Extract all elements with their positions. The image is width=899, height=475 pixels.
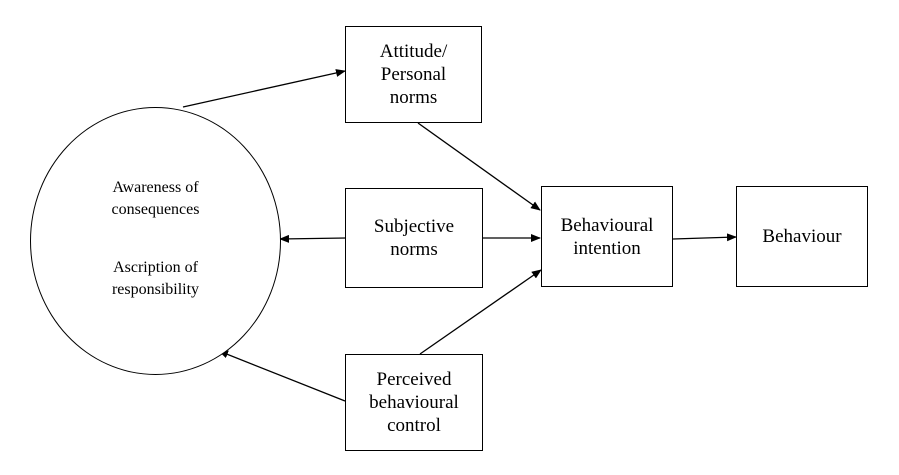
subjective-norms-box: Subjective norms [345, 188, 483, 288]
perceived-behavioural-control-label: Perceived behavioural control [369, 369, 459, 436]
perceived-behavioural-control-box: Perceived behavioural control [345, 354, 483, 451]
subjective-norms-label: Subjective norms [373, 216, 455, 260]
arrow-subjective-to-awareness [279, 234, 347, 243]
arrow-awareness-to-attitude [182, 69, 346, 108]
awareness-ascription-circle [30, 107, 281, 375]
behavioural-intention-box: Behavioural intention [541, 186, 673, 287]
attitude-personal-norms-label: Attitude/ Personal norms [379, 41, 448, 108]
behaviour-label: Behaviour [762, 226, 842, 247]
arrow-perceived-to-awareness [218, 350, 346, 402]
awareness-of-consequences-label: Awareness of consequences [111, 179, 200, 218]
behavioural-intention-label: Behavioural intention [560, 214, 654, 259]
arrow-attitude-to-intention [417, 122, 541, 211]
attitude-personal-norms-box: Attitude/ Personal norms [345, 26, 482, 123]
arrow-intention-to-behaviour [672, 233, 737, 242]
ascription-of-responsibility-label: Ascription of responsibility [111, 259, 200, 298]
behaviour-box: Behaviour [736, 186, 868, 287]
arrow-perceived-to-intention [419, 269, 542, 355]
